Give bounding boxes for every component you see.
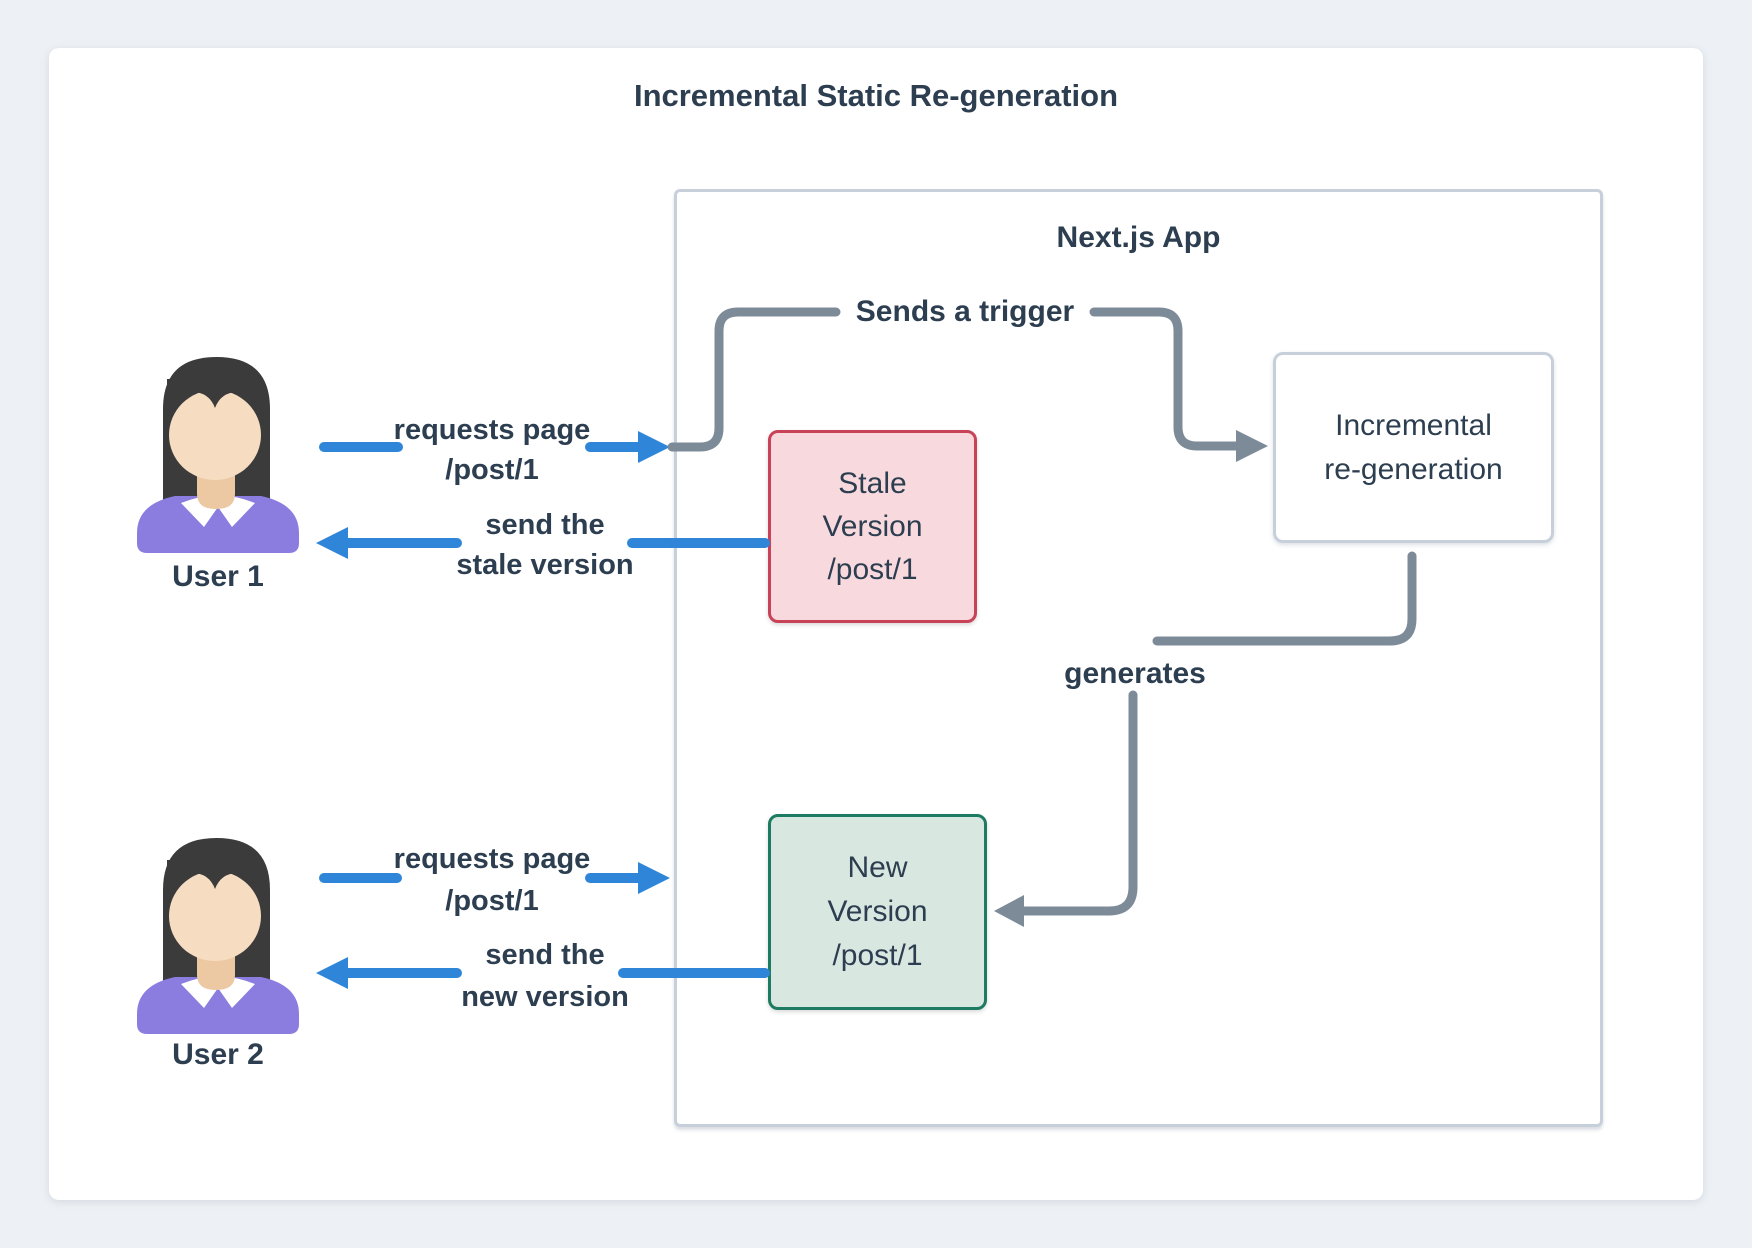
generates-label: generates xyxy=(1064,657,1206,690)
new-node-line3: /post/1 xyxy=(832,939,923,972)
new-node-line1: New xyxy=(847,851,908,884)
user1-response-label: send the stale version xyxy=(433,505,657,585)
stale-version-node: Stale Version /post/1 xyxy=(768,430,977,623)
user2-response-label-line2: new version xyxy=(461,981,629,1013)
stale-node-line3: /post/1 xyxy=(827,553,918,586)
user1-request-label-line1: requests page xyxy=(393,414,591,446)
user1-response-label-line2: stale version xyxy=(456,549,634,581)
new-node-line2: Version xyxy=(827,895,928,928)
incremental-node-line2: re-generation xyxy=(1324,452,1503,486)
diagram-title: Incremental Static Re-generation xyxy=(633,78,1119,113)
user2-response-label-line1: send the xyxy=(485,939,605,971)
new-version-node: New Version /post/1 xyxy=(768,814,987,1010)
user-1-avatar-icon xyxy=(137,357,299,553)
user-1-label: User 1 xyxy=(172,560,264,593)
user2-request-label: requests page /post/1 xyxy=(382,838,602,922)
user2-response-label: send the new version xyxy=(433,934,657,1018)
nextjs-app-box xyxy=(674,189,1603,1127)
user2-request-label-line2: /post/1 xyxy=(445,885,539,917)
sends-trigger-label: Sends a trigger xyxy=(855,295,1075,328)
incremental-node-line1: Incremental xyxy=(1335,408,1492,442)
user1-request-label-line2: /post/1 xyxy=(445,454,539,486)
user2-request-label-line1: requests page xyxy=(393,843,591,875)
user1-request-label: requests page /post/1 xyxy=(382,410,602,490)
stale-node-line2: Version xyxy=(822,510,923,543)
incremental-regeneration-node: Incremental re-generation xyxy=(1273,352,1554,543)
user1-response-label-line1: send the xyxy=(485,509,605,541)
user-2-label: User 2 xyxy=(172,1038,264,1071)
user-2-avatar-icon xyxy=(137,838,299,1034)
stale-node-line1: Stale xyxy=(838,467,907,500)
nextjs-app-label: Next.js App xyxy=(1056,221,1221,254)
